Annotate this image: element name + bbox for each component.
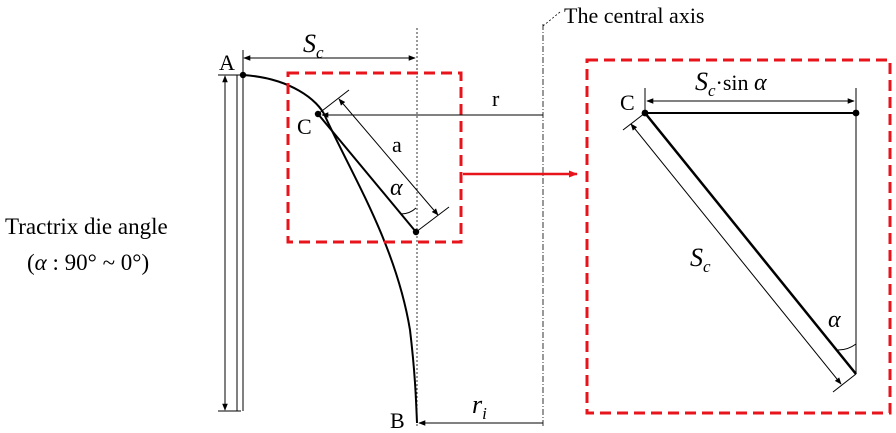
sc-hyp-dimension-arrow (630, 123, 842, 385)
zoom-point-c-label: C (620, 90, 635, 115)
point-b-label: B (390, 408, 405, 433)
die-angle-title: Tractrix die angle (5, 214, 168, 239)
sc-sin-label: Sc·sin α (695, 67, 767, 100)
highlight-box-left (286, 71, 463, 244)
alpha-label-left: α (390, 175, 403, 201)
a-ext-bottom (415, 206, 450, 233)
alpha-arc-right (836, 343, 857, 351)
point-a-label: A (219, 50, 235, 75)
sc-hyp-ext-top (622, 112, 646, 131)
alpha-arc-left (400, 207, 417, 215)
point-a (239, 71, 247, 79)
ri-label: ri (472, 390, 487, 423)
a-ext-top (317, 89, 350, 115)
alpha-label-right: α (828, 307, 841, 333)
sc-hyp-label: Sc (690, 243, 711, 276)
a-dimension-arrow (338, 98, 439, 216)
sc-label-main: Sc (303, 29, 324, 62)
central-axis-leader (542, 11, 561, 27)
central-axis-label: The central axis (564, 3, 705, 28)
highlight-box-right (585, 58, 892, 415)
sc-hyp-ext-bottom (832, 373, 857, 393)
r-label: r (492, 86, 500, 111)
die-angle-range: (α : 90° ~ 0°) (27, 250, 149, 275)
point-c-label: C (297, 114, 312, 139)
zoom-hypotenuse (644, 112, 857, 375)
a-label: a (392, 132, 402, 157)
